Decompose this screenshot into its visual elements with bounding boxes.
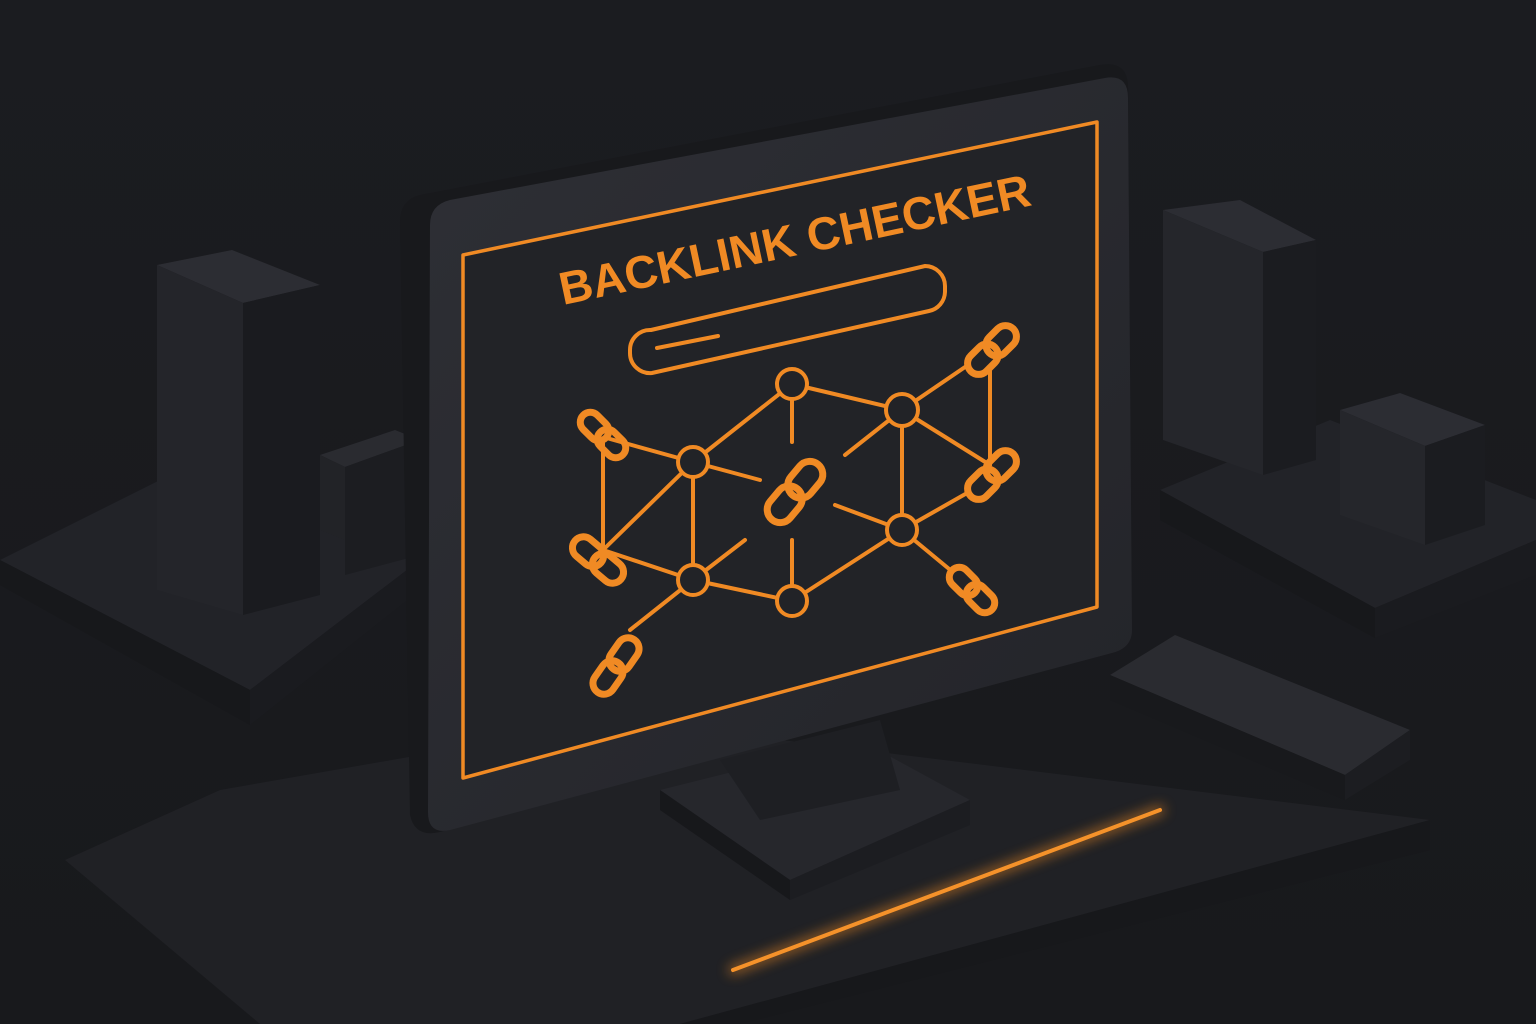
screen-frame — [461, 120, 1099, 780]
network-node-icon — [885, 513, 919, 547]
right-cube-block — [1340, 393, 1485, 545]
chain-link-icon — [568, 533, 628, 587]
search-bar[interactable] — [627, 263, 947, 376]
chain-link-icon — [589, 634, 643, 698]
keyboard-device — [1110, 635, 1410, 800]
network-edge — [790, 528, 904, 603]
desk-platform — [65, 720, 1430, 1024]
network-edge — [790, 382, 904, 412]
network-node-icon — [884, 392, 920, 428]
monitor-screen — [461, 120, 1099, 780]
left-small-block — [320, 430, 420, 575]
chain-link-icon — [945, 563, 999, 617]
right-tall-block — [1163, 200, 1316, 475]
search-cursor-line — [655, 334, 720, 350]
chain-link-icon — [964, 322, 1020, 378]
search-input[interactable] — [627, 263, 947, 376]
network-edge — [691, 382, 794, 464]
network-edge — [601, 460, 695, 552]
chain-link-icon — [964, 447, 1020, 503]
network-node-icon — [676, 445, 710, 479]
glow-line — [728, 805, 1165, 975]
network-node-icon — [775, 367, 809, 401]
left-tall-block — [157, 250, 320, 615]
network-node-icon — [676, 563, 710, 597]
chain-link-icon — [763, 457, 827, 527]
network-node-icon — [775, 584, 809, 618]
monitor-stand — [660, 720, 970, 900]
